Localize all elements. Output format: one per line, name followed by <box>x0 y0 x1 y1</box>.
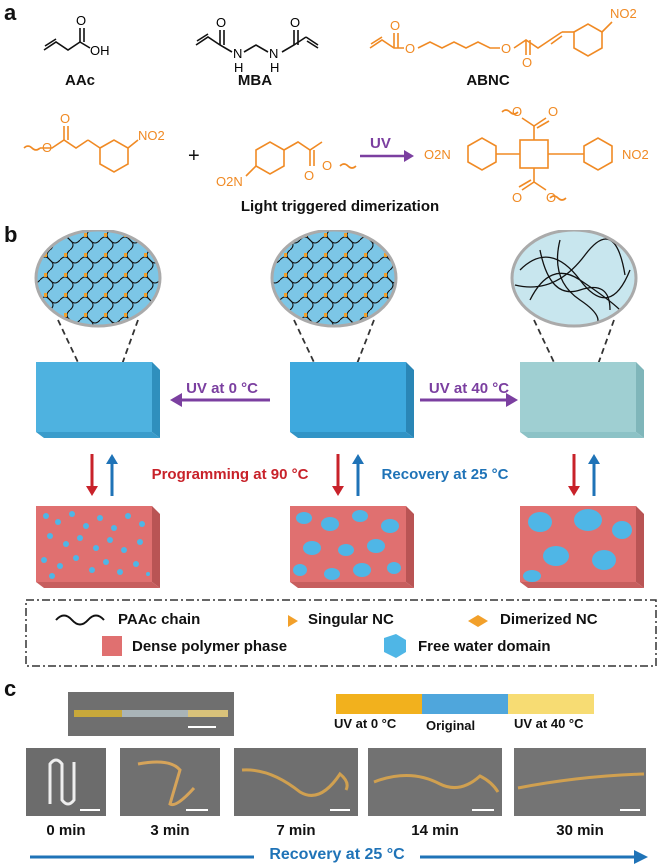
panel-letter-c: c <box>4 676 17 701</box>
time-label-3: 14 min <box>411 822 459 839</box>
mba-o-atom-2: O <box>290 15 300 30</box>
chain-icon <box>55 614 105 626</box>
aac-oh-atom: OH <box>90 43 110 58</box>
time-label-2: 7 min <box>276 822 316 839</box>
legend-label-singular-nc: Singular NC <box>308 611 394 628</box>
product-o-atom-3: O <box>512 190 522 205</box>
photo-30min <box>514 748 646 816</box>
legend-label-water-domain: Free water domain <box>418 638 551 655</box>
mba-h-atom-2: H <box>270 60 279 75</box>
time-label-4: 30 min <box>556 822 604 839</box>
color-bar-segment-uv-40c <box>508 694 594 714</box>
reactant-1-o-atom-2: O <box>42 140 52 155</box>
panel-letter-a: a <box>4 0 17 25</box>
color-bar-label-uv-40c: UV at 40 °C <box>514 716 584 731</box>
time-label-0: 0 min <box>46 822 86 839</box>
abnc-o-atom-4: O <box>522 55 532 70</box>
photo-0min <box>26 748 106 816</box>
uv-40c-arrowhead <box>506 393 518 407</box>
gel-slab-middle <box>290 362 414 438</box>
legend-box <box>25 599 657 667</box>
mba-n-atom-1: N <box>233 46 242 61</box>
mba-o-atom-1: O <box>216 15 226 30</box>
phase-slab-left <box>36 506 160 588</box>
uv-0c-label: UV at 0 °C <box>186 380 258 397</box>
panel-b-diagram <box>25 230 657 667</box>
photo-14min <box>368 748 502 816</box>
singular-nc-icon <box>288 615 298 627</box>
color-bar-label-uv-0c: UV at 0 °C <box>334 716 397 731</box>
product-o-atom-1: O <box>512 104 522 119</box>
vertical-arrows <box>86 454 600 496</box>
gel-slab-left <box>36 362 160 438</box>
color-bar-segment-uv-0c <box>336 694 422 714</box>
color-bar-segment-original <box>422 694 508 714</box>
product-o-atom-4: O <box>546 190 556 205</box>
mba-label: MBA <box>237 72 273 89</box>
legend-label-dense-phase: Dense polymer phase <box>132 638 288 655</box>
product-o2n-atom: O2N <box>424 147 451 162</box>
recovery-label-c: Recovery at 25 °C <box>269 846 405 863</box>
phase-slab-right <box>520 506 644 588</box>
abnc-o-atom-2: O <box>405 41 415 56</box>
programming-label: Programming at 90 °C <box>151 466 309 483</box>
uv-0c-arrowhead <box>170 393 182 407</box>
dimerization-caption: Light triggered dimerization <box>240 198 440 215</box>
recovery-arrow-c <box>30 850 648 864</box>
aac-structure <box>43 28 91 51</box>
phase-slab-middle <box>290 506 414 588</box>
panel-a-structures: O OH O O N N H H O O O O NO2 <box>23 6 649 205</box>
mba-n-atom-2: N <box>269 46 278 61</box>
color-bar <box>336 694 594 714</box>
abnc-o-atom-3: O <box>501 41 511 56</box>
water-domain-icon <box>384 634 406 658</box>
dense-phase-icon <box>102 636 122 656</box>
abnc-structure <box>369 21 613 57</box>
reactant-2-o-atom-1: O <box>304 168 314 183</box>
product-structure <box>467 109 613 201</box>
product-no2-atom: NO2 <box>622 147 649 162</box>
product-o-atom-2: O <box>548 104 558 119</box>
network-zoom-middle <box>270 230 398 328</box>
network-zoom-left <box>34 230 162 328</box>
photo-7min <box>234 748 358 816</box>
reactant-1-no2-atom: NO2 <box>138 128 165 143</box>
recovery-label: Recovery at 25 °C <box>381 466 509 483</box>
reactant-2-structure <box>245 141 357 177</box>
uv-40c-label: UV at 40 °C <box>428 380 510 397</box>
gel-slab-right <box>520 362 644 438</box>
network-zoom-right <box>510 230 638 328</box>
legend-label-chain: PAAc chain <box>118 611 201 628</box>
color-bar-label-original: Original <box>426 718 476 733</box>
plus-sign: + <box>188 145 200 167</box>
aac-label: AAc <box>64 72 95 89</box>
reactant-1-structure <box>23 126 139 173</box>
strip-photo <box>68 692 234 736</box>
reactant-2-o-atom-2: O <box>322 158 332 173</box>
panel-letter-b: b <box>4 222 18 247</box>
aac-o-atom: O <box>76 13 86 28</box>
dimerized-nc-icon <box>468 615 488 627</box>
abnc-label: ABNC <box>466 72 510 89</box>
uv-reaction-arrowhead <box>404 150 414 162</box>
abnc-o-atom-1: O <box>390 18 400 33</box>
abnc-no2-atom: NO2 <box>610 6 637 21</box>
reactant-2-o2n-atom: O2N <box>216 174 243 189</box>
legend-label-dimerized-nc: Dimerized NC <box>500 611 598 628</box>
timelapse-photos <box>26 748 646 816</box>
photo-3min <box>120 748 220 816</box>
time-label-1: 3 min <box>150 822 190 839</box>
uv-arrow-label: UV <box>370 135 391 152</box>
mba-h-atom-1: H <box>234 60 243 75</box>
reactant-1-o-atom-1: O <box>60 111 70 126</box>
mba-structure <box>195 30 319 53</box>
